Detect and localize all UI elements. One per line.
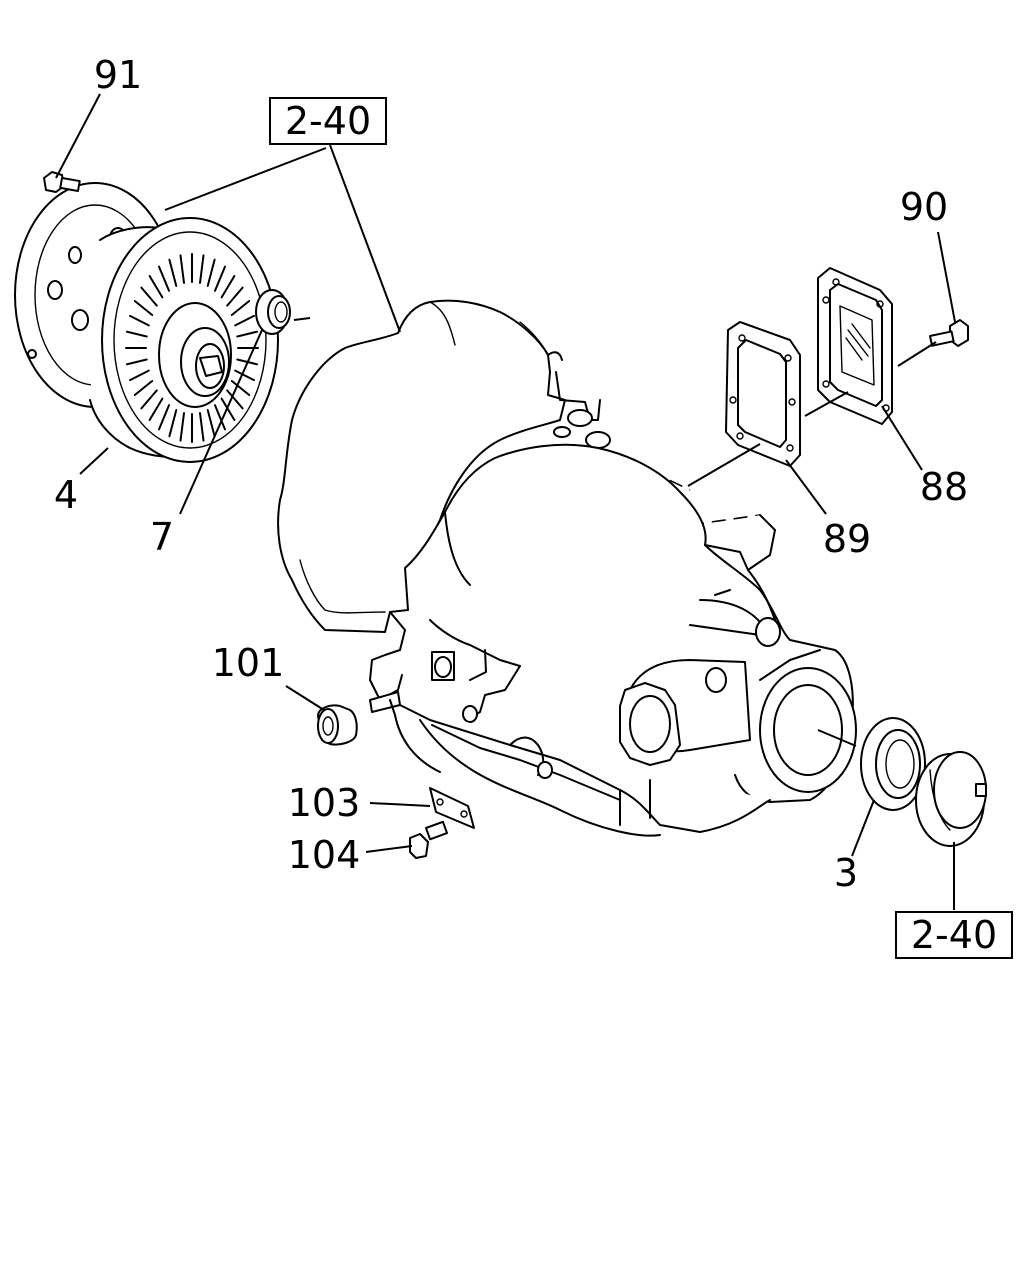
converter-fin: [179, 254, 185, 284]
bolt-91: [43, 171, 81, 193]
converter-fin: [214, 404, 226, 431]
reference-box-top: 2-40: [269, 97, 387, 145]
converter-fin: [129, 369, 150, 382]
converter-fin: [148, 397, 164, 421]
converter-fin: [168, 258, 178, 287]
plug-101: [317, 704, 358, 746]
converter-fin: [158, 265, 170, 292]
converter-fin: [226, 286, 244, 307]
converter-fin: [220, 275, 236, 299]
torque-converter: [14, 182, 279, 463]
converter-fin: [148, 275, 164, 299]
dust-cover: [915, 751, 987, 847]
converter-fin: [133, 300, 154, 316]
transmission-case: [277, 299, 857, 837]
converter-fin: [230, 380, 251, 396]
converter-fin: [140, 286, 158, 307]
callout-89: 89: [823, 517, 871, 561]
rear-seal: [860, 717, 926, 811]
converter-fin: [129, 314, 150, 327]
converter-fin: [199, 412, 205, 442]
callout-4: 4: [54, 473, 78, 517]
converter-fin: [220, 397, 236, 421]
gasket-89: [725, 321, 801, 467]
converter-fin: [133, 380, 154, 396]
converter-fin: [179, 412, 185, 442]
reference-label-bottom: 2-40: [911, 913, 997, 957]
converter-fin: [126, 330, 148, 338]
callout-90: 90: [900, 185, 948, 229]
converter-fin: [214, 265, 226, 292]
converter-fin: [236, 330, 258, 338]
cover-88: [817, 267, 893, 425]
plate-103: [429, 787, 475, 829]
converter-fin: [234, 314, 255, 327]
converter-fin: [226, 389, 244, 410]
leader-lines: [55, 93, 956, 910]
converter-fin: [126, 358, 148, 366]
front-seal: [255, 289, 291, 335]
callout-101: 101: [212, 641, 285, 685]
callout-104: 104: [288, 833, 361, 877]
callout-7: 7: [150, 515, 174, 559]
converter-fin: [158, 404, 170, 431]
callout-88: 88: [920, 465, 968, 509]
converter-fin: [234, 369, 255, 382]
converter-fin: [206, 409, 216, 438]
reference-label-top: 2-40: [285, 99, 371, 143]
bolt-104: [409, 820, 449, 859]
converter-fin: [206, 258, 216, 287]
reference-box-bottom: 2-40: [895, 911, 1013, 959]
converter-fin: [199, 254, 205, 284]
callout-3: 3: [834, 851, 858, 895]
converter-fin: [168, 409, 178, 438]
callout-91: 91: [94, 53, 142, 97]
callout-103: 103: [288, 781, 361, 825]
converter-fins: [125, 253, 259, 443]
converter-fin: [140, 389, 158, 410]
converter-fin: [230, 300, 251, 316]
